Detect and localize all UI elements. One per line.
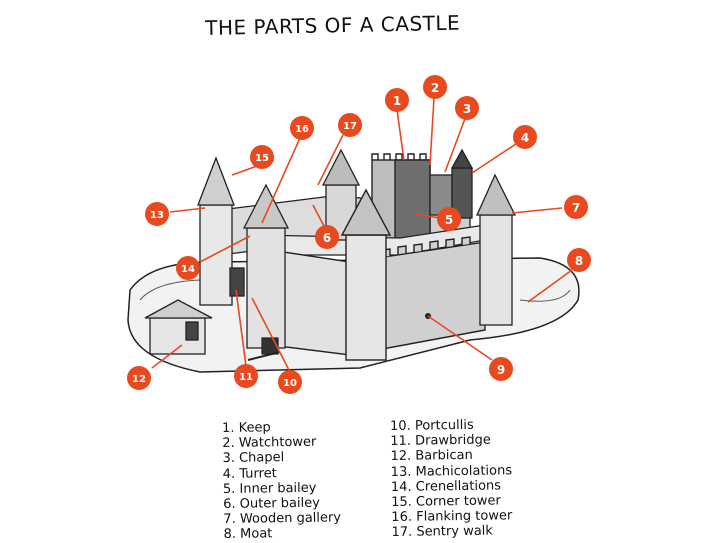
legend-item: 11. Drawbridge: [390, 432, 491, 450]
corner-tower-left: [197, 156, 235, 306]
callout-16: 16: [290, 116, 314, 140]
callout-10: 10: [278, 370, 302, 394]
callout-7: 7: [564, 195, 588, 219]
legend-item: 4. Turret: [222, 465, 277, 482]
callout-17: 17: [338, 113, 362, 137]
svg-text:1: 1: [393, 94, 401, 108]
legend-item: 2. Watchtower: [222, 434, 317, 452]
legend-item: 15. Corner tower: [391, 493, 501, 511]
callout-12: 12: [127, 366, 151, 390]
legend-item: 17. Sentry walk: [391, 523, 493, 541]
legend-item: 14. Crenellations: [390, 478, 502, 495]
callout-4: 4: [513, 125, 537, 149]
svg-text:5: 5: [445, 213, 453, 227]
callout-6: 6: [315, 225, 339, 249]
legend-right: 10. Portcullis 11. Drawbridge 12. Barbic…: [390, 417, 513, 541]
flanking-tower-left: [229, 183, 290, 349]
svg-text:8: 8: [575, 254, 583, 268]
legend-item: 7. Wooden gallery: [223, 510, 342, 528]
front-tower: [340, 188, 392, 361]
svg-text:17: 17: [343, 121, 357, 132]
legend-item: 16. Flanking tower: [391, 508, 513, 526]
legend-item: 13. Machicolations: [390, 462, 513, 480]
svg-text:4: 4: [521, 131, 529, 145]
callout-3: 3: [455, 96, 479, 120]
legend-item: 3. Chapel: [222, 450, 285, 467]
chapel-turret: [429, 148, 474, 219]
svg-text:9: 9: [497, 363, 505, 377]
callout-14: 14: [176, 256, 200, 280]
callout-5: 5: [437, 207, 461, 231]
legend-item: 6. Outer bailey: [223, 495, 320, 513]
svg-text:3: 3: [463, 102, 471, 116]
svg-text:16: 16: [295, 124, 309, 135]
legend-item: 8. Moat: [223, 526, 273, 543]
callout-1: 1: [385, 88, 409, 112]
legend-left: 1. Keep 2. Watchtower 3. Chapel 4. Turre…: [222, 419, 341, 542]
svg-text:12: 12: [132, 374, 146, 385]
svg-text:13: 13: [150, 210, 164, 221]
svg-text:14: 14: [181, 264, 195, 275]
svg-text:15: 15: [255, 153, 269, 164]
callout-8: 8: [567, 248, 591, 272]
svg-text:2: 2: [431, 81, 439, 95]
callout-11: 11: [234, 364, 258, 388]
back-tower: [321, 148, 361, 241]
legend-item: 1. Keep: [222, 420, 271, 436]
callout-2: 2: [423, 75, 447, 99]
corner-tower-right: [475, 173, 517, 326]
leader-lines: [151, 97, 573, 373]
svg-text:6: 6: [323, 231, 331, 245]
svg-text:7: 7: [572, 201, 580, 215]
legend-item: 12. Barbican: [390, 448, 473, 465]
svg-text:11: 11: [239, 372, 253, 383]
callout-9: 9: [489, 357, 513, 381]
callout-markers: 1 2 3 4 5 6 7 8 9 10 11 12 13 14 15 16 1…: [127, 75, 591, 394]
callout-15: 15: [250, 145, 274, 169]
callout-13: 13: [145, 202, 169, 226]
svg-text:10: 10: [283, 378, 297, 389]
legend-item: 10. Portcullis: [390, 417, 474, 434]
legend-item: 5. Inner bailey: [222, 480, 317, 497]
